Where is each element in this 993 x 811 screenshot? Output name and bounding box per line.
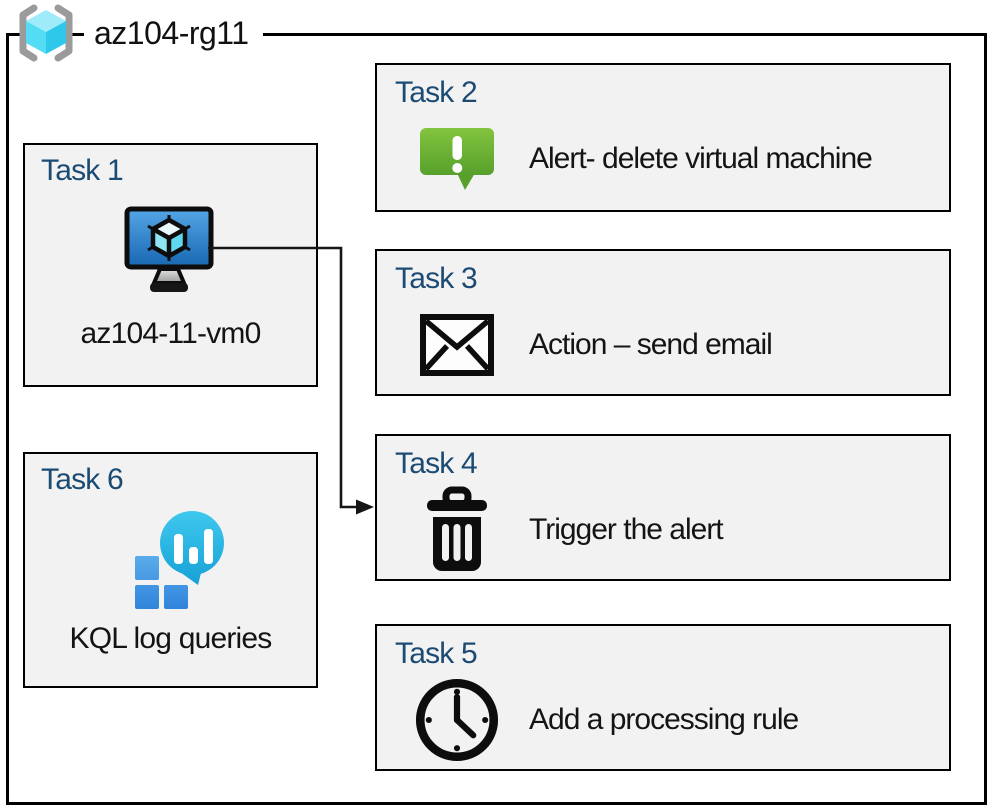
bar-chart-glyph: [174, 529, 213, 564]
envelope-flap: [424, 318, 490, 351]
task3-box: Task 3 Action – send email: [375, 249, 951, 396]
task6-caption: KQL log queries: [69, 622, 272, 655]
email-envelope-icon: [415, 313, 499, 377]
hour-hand: [453, 716, 477, 739]
task2-caption: Alert- delete virtual machine: [529, 142, 873, 175]
task4-label: Task 4: [395, 447, 478, 480]
alert-message-icon: [415, 126, 499, 192]
square-top-left: [135, 556, 159, 580]
task1-label: Task 1: [41, 154, 124, 187]
monitor-base: [150, 283, 188, 292]
square-bottom-right: [164, 585, 188, 609]
task2-box: Task 2 Alert- delete virtual machine: [375, 63, 951, 212]
virtual-machine-icon: [123, 206, 215, 299]
resource-group-title: az104-rg11: [84, 11, 263, 55]
task5-caption: Add a processing rule: [529, 703, 799, 736]
task3-label: Task 3: [395, 262, 478, 295]
task6-box: Task 6: [23, 452, 318, 688]
task4-caption: Trigger the alert: [529, 513, 724, 546]
left-bracket: [19, 4, 38, 62]
clock-ring: [415, 678, 499, 762]
clock-icon: [415, 676, 499, 764]
right-bracket: [54, 4, 73, 62]
log-analytics-icon: [135, 510, 227, 615]
cube-glyph: [26, 10, 66, 54]
trash-lid: [427, 500, 487, 511]
exclamation-dot: [452, 163, 463, 173]
task1-box: Task 1: [23, 143, 318, 387]
task5-label: Task 5: [395, 637, 478, 670]
envelope-folds: [423, 344, 491, 371]
resource-group-icon: [8, 2, 84, 69]
task1-caption: az104-11-vm0: [80, 317, 262, 350]
task5-box: Task 5 Add a processing rule: [375, 624, 951, 771]
wireframe-cube-glyph: [147, 215, 191, 261]
task3-caption: Action – send email: [529, 328, 773, 361]
task6-label: Task 6: [41, 463, 124, 496]
trash-delete-icon: [415, 486, 499, 574]
speech-bubble-tail: [457, 173, 475, 190]
square-bottom-left: [135, 585, 159, 609]
exclamation-bar: [452, 136, 462, 160]
task4-box: Task 4 Trigger the alert: [375, 434, 951, 581]
task2-label: Task 2: [395, 76, 478, 109]
monitor-stand: [150, 267, 188, 285]
